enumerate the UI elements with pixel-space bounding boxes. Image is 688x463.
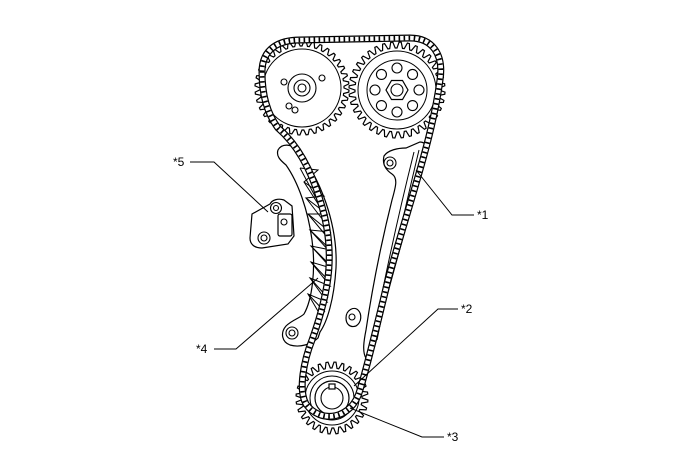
callout-label-1: *1 xyxy=(477,208,489,222)
callout-label-2: *2 xyxy=(461,302,473,316)
callout-leaders xyxy=(190,161,474,438)
crankshaft-sprocket xyxy=(295,361,369,435)
callout-label-4: *4 xyxy=(196,342,208,356)
chain-guide xyxy=(345,141,428,359)
camshaft-sprocket-right xyxy=(348,41,446,139)
callout-label-5: *5 xyxy=(173,155,185,169)
timing-chain xyxy=(258,34,445,420)
chain-tensioner xyxy=(249,198,295,249)
callout-label-3: *3 xyxy=(447,430,459,444)
sprockets xyxy=(254,40,446,435)
camshaft-sprocket-left xyxy=(254,40,350,136)
callout-labels: *5 *1 *2 *3 *4 xyxy=(173,155,489,444)
